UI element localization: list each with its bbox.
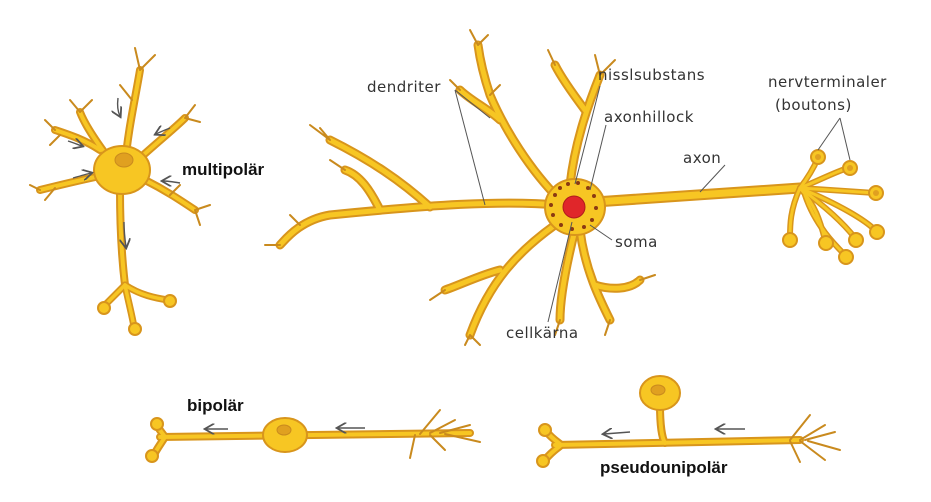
leader-lines (454, 85, 851, 323)
label-cellkarna: cellkärna (506, 324, 579, 342)
label-axon: axon (683, 149, 721, 167)
nerve-terminals (782, 149, 885, 265)
label-dendriter: dendriter (367, 78, 441, 96)
main-soma (544, 178, 606, 236)
nissl-granules (549, 181, 598, 231)
multipolar-arrows (67, 97, 181, 247)
label-nisslsubstans: nisslsubstans (598, 66, 705, 84)
label-multipolar: multipolär (182, 160, 265, 179)
label-soma: soma (615, 233, 658, 251)
label-bipolar: bipolär (187, 396, 244, 415)
label-nervterminaler: nervterminaler (768, 73, 887, 91)
multipolar-terminals (97, 281, 177, 336)
main-axon (589, 182, 806, 208)
pseudounipolar-neuron: pseudounipolär (536, 375, 841, 477)
bipolar-neuron: bipolär (145, 396, 481, 463)
label-axonhillock: axonhillock (604, 108, 694, 126)
multipolar-neuron: multipolär (29, 47, 265, 336)
main-dendrites (264, 29, 656, 346)
main-neuron: dendriter nisslsubstans axonhillock nerv… (264, 29, 887, 346)
label-boutons: (boutons) (775, 96, 852, 114)
label-pseudounipolar: pseudounipolär (600, 458, 728, 477)
cell-nucleus (562, 195, 586, 219)
